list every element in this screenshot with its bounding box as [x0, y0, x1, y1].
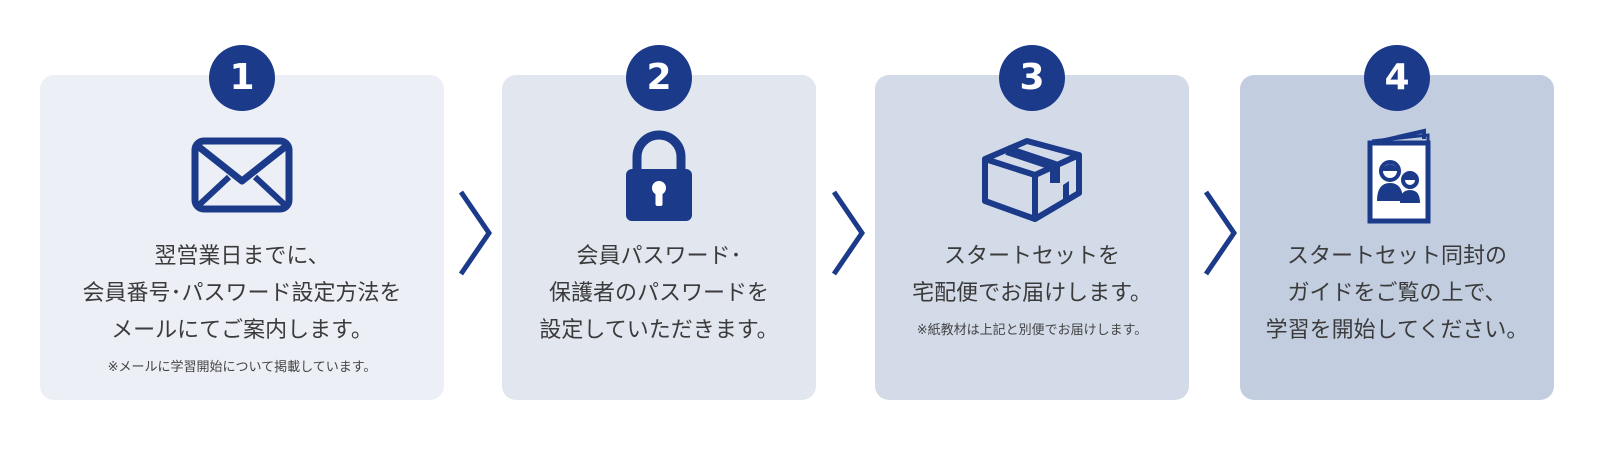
step-description: 翌営業日までに、 会員番号･パスワード設定方法を メールにてご案内します。 ※メ…: [40, 238, 444, 377]
chevron-right-icon: [455, 188, 495, 278]
description-line: メールにてご案内します。: [111, 318, 373, 343]
description-line: 会員パスワード･: [576, 244, 742, 269]
chevron-right-icon: [828, 188, 868, 278]
step-note: ※メールに学習開始について掲載しています。: [107, 360, 377, 375]
step-number-badge: 2: [626, 45, 692, 111]
chevron-right-icon: [1200, 188, 1240, 278]
step-number-badge: 1: [209, 45, 275, 111]
description-line: 会員番号･パスワード設定方法を: [82, 281, 402, 306]
description-line: スタートセットを: [943, 244, 1120, 269]
description-line: 学習を開始してください。: [1265, 318, 1529, 343]
description-line: スタートセット同封の: [1286, 244, 1507, 269]
description-line: 設定していただきます。: [539, 318, 779, 343]
step-2-card: 2 会員パスワード･ 保護者のパスワードを 設定していただきます。: [502, 45, 816, 400]
step-4-card: 4 スタートセット同封の ガイドをご覧の上で、 学習を開始してください。: [1240, 45, 1554, 400]
guidebook-icon: [1342, 125, 1452, 225]
step-description: スタートセット同封の ガイドをご覧の上で、 学習を開始してください。: [1240, 238, 1554, 349]
step-1-card: 1 翌営業日までに、 会員番号･パスワード設定方法を メールにてご案内します。 …: [40, 45, 444, 400]
description-line: 翌営業日までに、: [154, 244, 330, 269]
step-description: スタートセットを 宅配便でお届けします。 ※紙教材は上記と別便でお届けします。: [875, 238, 1189, 340]
step-description: 会員パスワード･ 保護者のパスワードを 設定していただきます。: [502, 238, 816, 349]
box-icon: [977, 125, 1087, 225]
description-line: 保護者のパスワードを: [548, 281, 769, 306]
description-line: 宅配便でお届けします。: [912, 281, 1152, 306]
envelope-icon: [187, 125, 297, 225]
step-3-card: 3 スタートセットを 宅配便でお届けします。 ※紙教材は上記と別便でお届けします…: [875, 45, 1189, 400]
step-note: ※紙教材は上記と別便でお届けします。: [916, 323, 1148, 338]
step-number-badge: 4: [1364, 45, 1430, 111]
padlock-icon: [604, 125, 714, 225]
step-number-badge: 3: [999, 45, 1065, 111]
description-line: ガイドをご覧の上で、: [1287, 281, 1507, 306]
